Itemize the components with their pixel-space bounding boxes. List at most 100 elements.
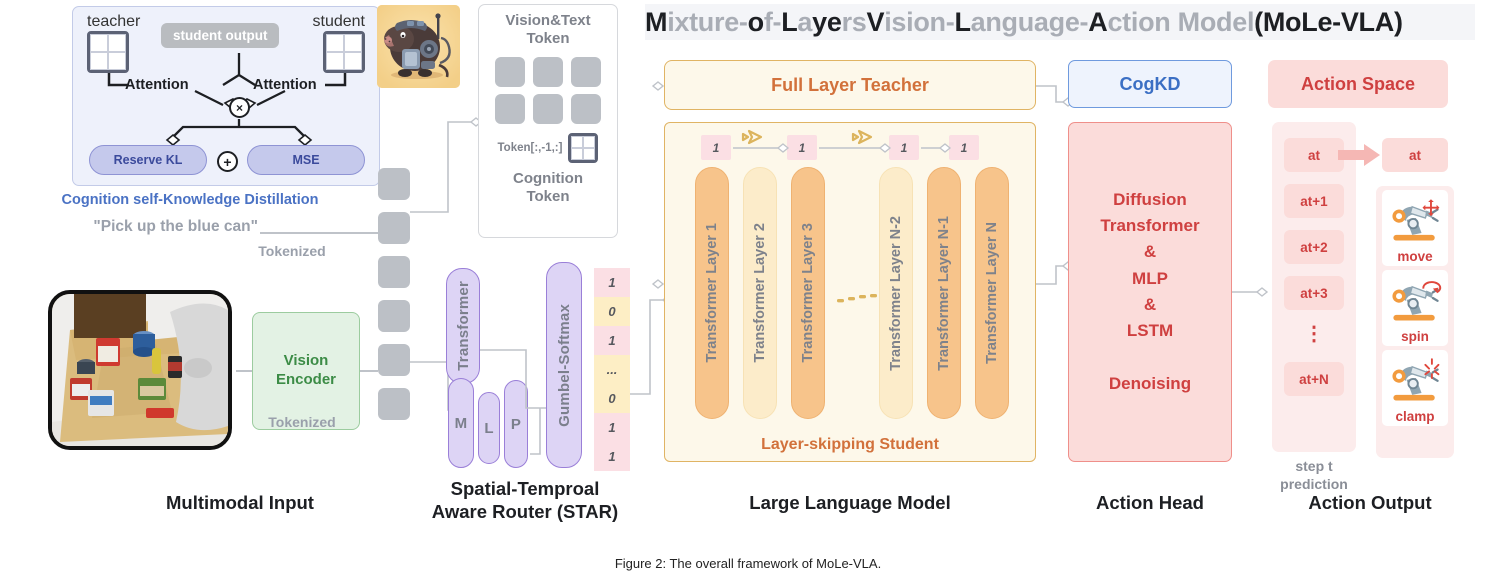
action-head-line: Transformer xyxy=(1100,215,1200,235)
title-segment: ision- xyxy=(884,6,955,37)
reserve-kl-pill: Reserve KL xyxy=(89,145,207,175)
full-layer-teacher-box: Full Layer Teacher xyxy=(664,60,1036,110)
head-to-output-connector xyxy=(1232,287,1269,297)
vt-title-line1: Vision&Text xyxy=(505,12,591,29)
transformer-layer-label: Transformer Layer 3 xyxy=(800,223,816,363)
teacher-label: teacher xyxy=(87,13,141,30)
token-square xyxy=(378,212,410,244)
transformer-layer-label: Transformer Layer 1 xyxy=(704,223,720,363)
mlp-letter-m: M xyxy=(454,414,468,432)
step-chip: at+3 xyxy=(1284,276,1344,310)
step-chip-at: at xyxy=(1284,138,1344,172)
cogkd-box: CogKD xyxy=(1068,60,1232,108)
router-bit: 0 xyxy=(594,384,630,413)
vt-token-square xyxy=(495,57,525,87)
mole-mascot-image xyxy=(377,5,460,88)
teacher-grid-icon xyxy=(87,31,129,73)
router-bit: 1 xyxy=(594,442,630,471)
student-grid-icon xyxy=(323,31,365,73)
star-transformer-label: Transformer xyxy=(454,281,472,371)
transformer-layer-pill: Transformer Layer 3 xyxy=(791,167,825,419)
star-merge-lines xyxy=(480,349,546,455)
router-bit: ... xyxy=(594,355,630,384)
title-segment: e xyxy=(826,6,842,37)
vt-token-square xyxy=(533,57,563,87)
transformer-layer-pill: Transformer Layer N xyxy=(975,167,1009,419)
title-segment: V xyxy=(866,6,885,37)
text-tokenize-line xyxy=(260,232,380,234)
step-prediction-line: step t xyxy=(1295,458,1333,474)
gumbel-softmax-label: Gumbel-Softmax xyxy=(555,303,573,427)
gumbel-softmax-pill: Gumbel-Softmax xyxy=(546,262,582,468)
star-mlp-m-pill: M xyxy=(448,378,474,468)
router-bit: 1 xyxy=(594,413,630,442)
steps-ellipsis: ⋮ xyxy=(1304,322,1324,345)
mse-pill: MSE xyxy=(247,145,365,175)
title-segment: M xyxy=(645,6,668,37)
transformer-layer-pill: Transformer Layer N-2 xyxy=(879,167,913,419)
action-head-line: & xyxy=(1143,242,1157,262)
section-label-action-head: Action Head xyxy=(1096,492,1204,513)
vt-token-square xyxy=(571,94,601,124)
layer-gate-bit: 1 xyxy=(701,135,731,160)
token-square xyxy=(378,300,410,332)
token-square xyxy=(378,388,410,420)
action-space-header: Action Space xyxy=(1268,60,1448,108)
title-segment: A xyxy=(1088,6,1108,37)
attention-student-label: Attention xyxy=(253,77,317,93)
llm-input-connector xyxy=(651,81,665,289)
action-head-line: Diffusion xyxy=(1113,189,1187,209)
section-label-star: Spatial-Temproal Aware Router (STAR) xyxy=(400,478,650,523)
transformer-layer-label: Transformer Layer N-1 xyxy=(936,215,952,371)
transformer-layer-pill: Transformer Layer N-1 xyxy=(927,167,961,419)
router-bit: 0 xyxy=(594,297,630,326)
at-output-chip: at xyxy=(1382,138,1448,172)
token-index-label: Token[:,-1,:] xyxy=(497,142,563,154)
section-label-action-output: Action Output xyxy=(1308,492,1432,513)
robot-arm-icon xyxy=(1382,192,1448,249)
robot-arm-icon xyxy=(1382,272,1448,329)
vision-text-token-box: Vision&Text Token Token[:,-1,:] Cognitio… xyxy=(478,4,618,238)
figure-caption: Figure 2: The overall framework of MoLe-… xyxy=(614,556,882,571)
llm-output-connector xyxy=(1036,85,1072,285)
vision-encoder-block: Vision Encoder xyxy=(252,312,360,430)
cognition-title-line1: Cognition xyxy=(513,170,583,187)
title-segment: L xyxy=(954,6,971,37)
router-bit: 1 xyxy=(594,268,630,297)
star-mlp-p-pill: P xyxy=(504,380,528,468)
action-head-line: Denoising xyxy=(1108,374,1192,394)
student-label: student xyxy=(312,13,365,30)
token-square xyxy=(378,168,410,200)
vt-token-square xyxy=(495,94,525,124)
title-segment: rs xyxy=(841,6,867,37)
star-transformer-pill: Transformer xyxy=(446,268,480,384)
robot-action-label: spin xyxy=(1401,329,1429,344)
action-head-line: LSTM xyxy=(1126,321,1174,341)
image-to-encoder-line xyxy=(236,370,252,372)
step-chip: at+1 xyxy=(1284,184,1344,218)
robot-action-cell: spin xyxy=(1382,270,1448,346)
encoder-to-tokens-line xyxy=(360,370,378,372)
multiply-operator-icon: × xyxy=(229,97,250,118)
star-label-line2: Aware Router (STAR) xyxy=(431,500,619,522)
star-label-line1: Spatial-Temproal xyxy=(450,478,600,499)
title-segment: L xyxy=(781,6,798,37)
tokenized-text-label: Tokenized xyxy=(258,243,326,259)
layer-gate-bit: 1 xyxy=(949,135,979,160)
action-head-line: MLP xyxy=(1132,268,1168,288)
cognition-title-line2: Token xyxy=(526,188,570,205)
robot-action-label: clamp xyxy=(1395,409,1435,424)
transformer-layer-pill: Transformer Layer 1 xyxy=(695,167,729,419)
student-output-badge: student output xyxy=(161,23,280,48)
title-segment: y xyxy=(812,6,827,37)
title-segment: o xyxy=(747,6,765,37)
title-segment: f- xyxy=(763,6,782,37)
vision-encoder-line1: Vision xyxy=(283,352,329,370)
